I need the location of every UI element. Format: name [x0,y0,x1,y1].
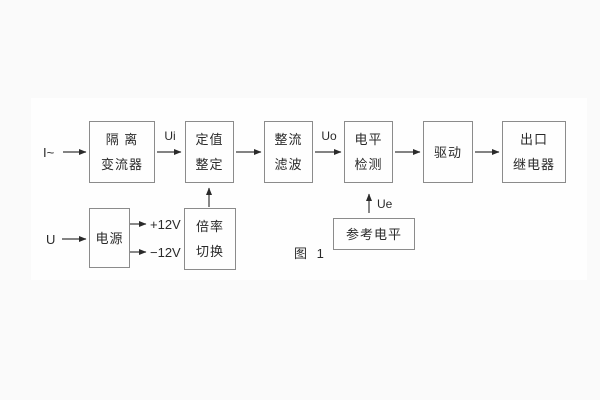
block-power-supply: 电源 [89,208,130,268]
block-label: 驱动 [433,144,462,160]
block-label: 检测 [354,156,383,172]
block-ratio-switch: 倍率 切换 [184,208,236,270]
block-label: 倍率 [195,219,224,235]
block-isolation-transformer: 隔 离 变流器 [89,121,155,183]
label-signal-ue: Ue [377,197,393,211]
label-input-current: I~ [43,145,55,160]
figure-caption: 图 1 [294,246,327,261]
block-label: 切换 [195,243,224,259]
label-minus12v: −12V [150,245,181,260]
block-label: 参考电平 [345,226,402,242]
block-rectifier-filter: 整流 滤波 [264,121,313,183]
block-label: 定值 [195,132,224,148]
block-drive: 驱动 [423,121,473,183]
label-input-voltage: U [46,232,56,247]
block-label: 出口 [519,132,548,148]
block-label: 电源 [95,230,124,246]
block-label: 变流器 [100,156,143,172]
block-label: 整流 [274,132,303,148]
label-plus12v: +12V [150,217,181,232]
label-signal-ui: Ui [164,129,176,143]
block-level-detect: 电平 检测 [344,121,393,183]
label-signal-uo: Uo [321,129,337,143]
block-label: 电平 [354,132,383,148]
block-label: 隔 离 [105,132,139,148]
block-setting-adjust: 定值 整定 [185,121,234,183]
block-output-relay: 出口 继电器 [502,121,566,183]
block-label: 整定 [195,156,224,172]
block-label: 滤波 [274,156,303,172]
block-reference-level: 参考电平 [333,218,415,250]
block-label: 继电器 [512,156,555,172]
